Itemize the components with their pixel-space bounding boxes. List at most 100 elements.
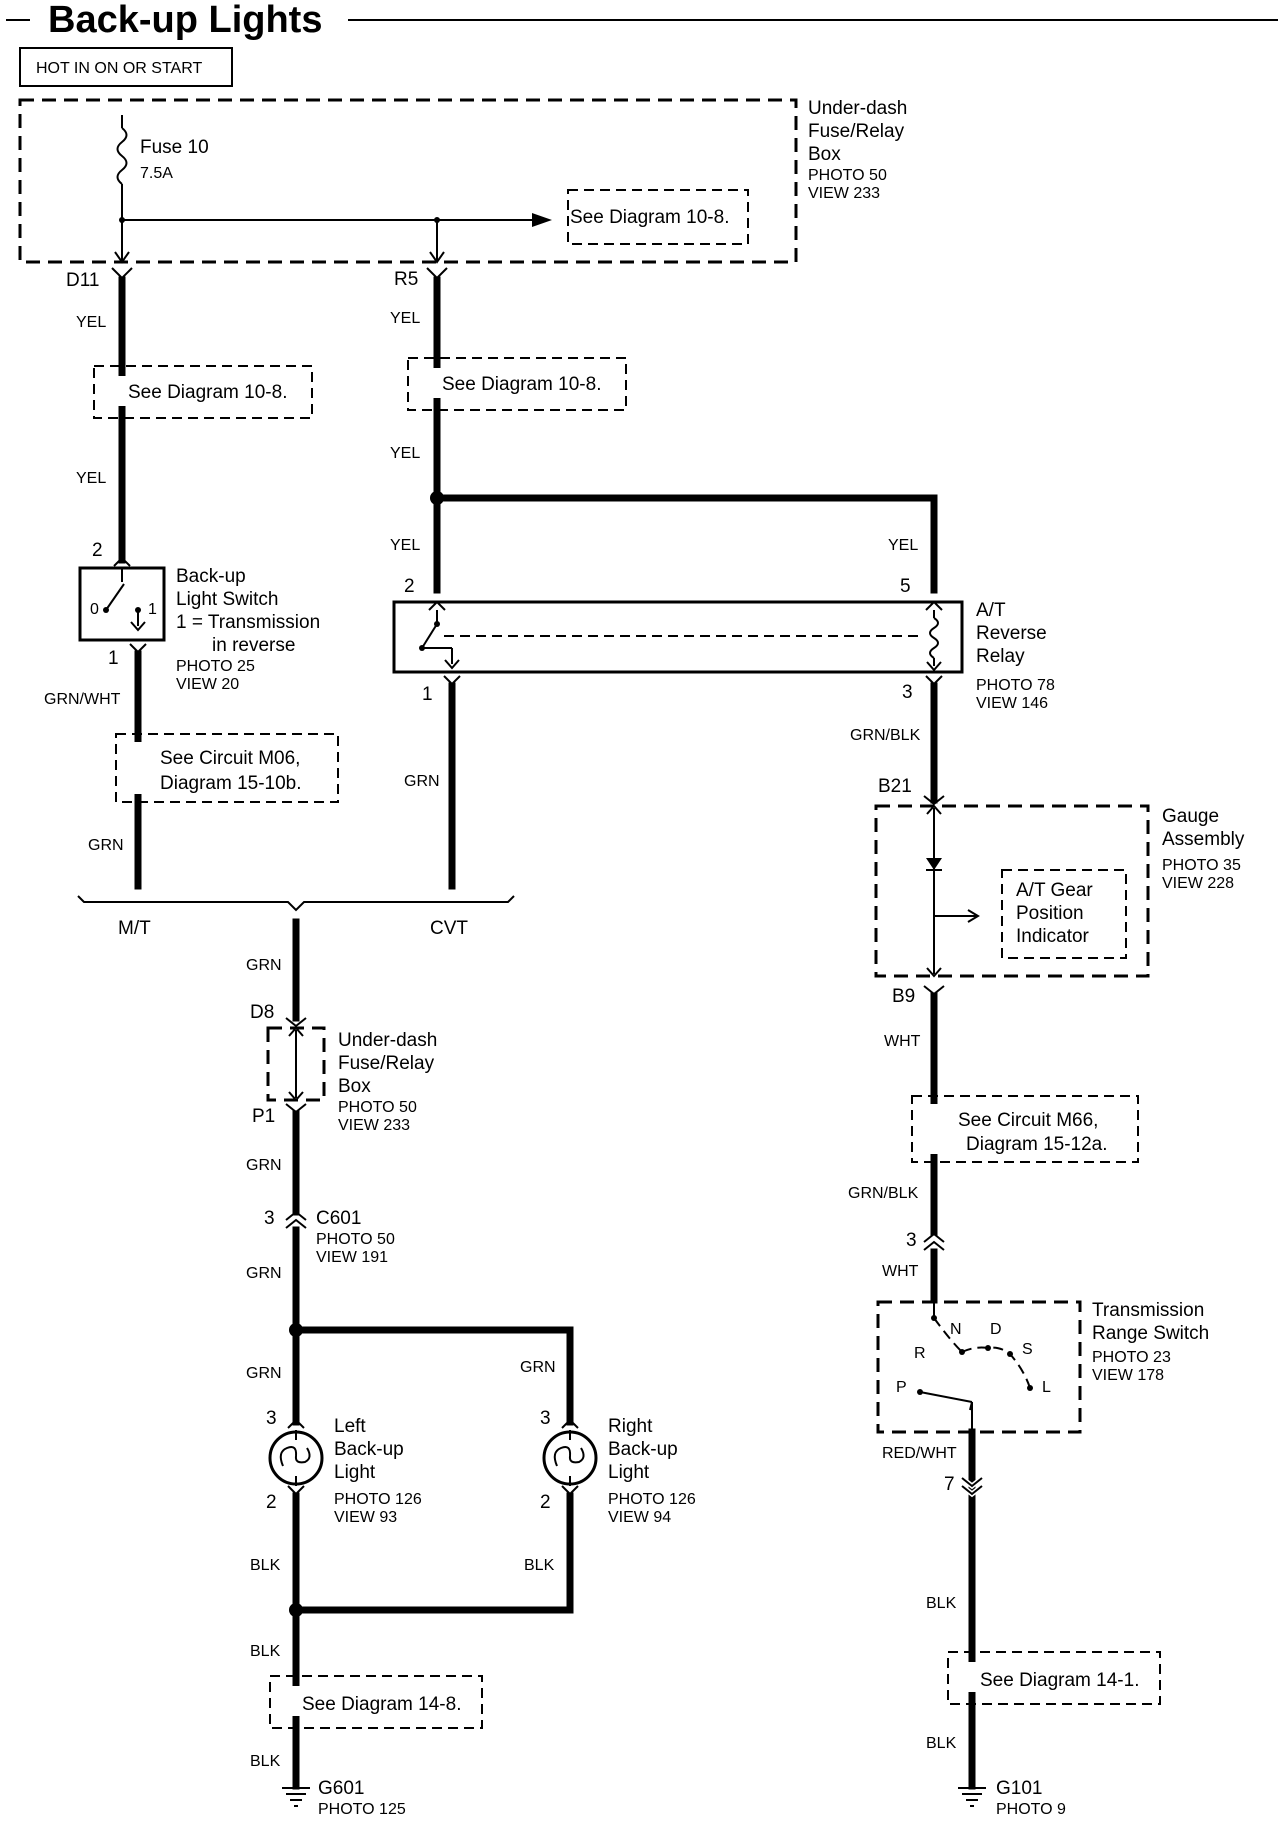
wire-label: YEL — [76, 470, 106, 487]
underdash-lower-name-1: Under-dash — [338, 1030, 437, 1051]
see-ref-left-upper: See Diagram 10-8. — [128, 382, 287, 403]
g601-name: G601 — [318, 1778, 364, 1799]
see-ref-m66-1: See Circuit M66, — [958, 1110, 1098, 1131]
wire-label: GRN — [246, 1265, 282, 1282]
wire-label: GRN — [246, 957, 282, 974]
backup-switch-name-3: 1 = Transmission — [176, 612, 320, 633]
right-light-name-1: Right — [608, 1416, 653, 1437]
see-ref-mid-upper: See Diagram 10-8. — [442, 374, 601, 395]
underdash-box-top-name-1: Under-dash — [808, 98, 907, 119]
relay-photo: PHOTO 78 — [976, 677, 1055, 694]
pin-label: 3 — [266, 1408, 277, 1429]
relay-contact — [421, 623, 438, 649]
wire-label: GRN — [520, 1359, 556, 1376]
pin-d11: D11 — [66, 270, 99, 291]
pin-d8: D8 — [250, 1002, 274, 1023]
indicator-name-2: Position — [1016, 903, 1084, 924]
trs-name-1: Transmission — [1092, 1300, 1204, 1321]
pin-label: 1 — [422, 684, 433, 705]
wire-label: BLK — [524, 1557, 555, 1574]
relay-view: VIEW 146 — [976, 695, 1048, 712]
wire-label: GRN/BLK — [850, 727, 921, 744]
right-light-photo: PHOTO 126 — [608, 1491, 696, 1508]
backup-switch-photo: PHOTO 25 — [176, 658, 255, 675]
wire-label: BLK — [250, 1753, 281, 1770]
arrow-right-icon — [532, 213, 552, 227]
wire-label: RED/WHT — [882, 1445, 957, 1462]
wire-label: YEL — [888, 537, 918, 554]
right-light-name-3: Light — [608, 1462, 650, 1483]
fuse-symbol — [116, 127, 128, 185]
right-light-name-2: Back-up — [608, 1439, 678, 1460]
pin-label: 7 — [944, 1474, 955, 1495]
underdash-lower-name-3: Box — [338, 1076, 371, 1097]
left-light-name-3: Light — [334, 1462, 376, 1483]
g101-name: G101 — [996, 1778, 1042, 1799]
underdash-box-top-name-3: Box — [808, 144, 841, 165]
relay-name-1: A/T — [976, 600, 1006, 621]
see-ref-g601: See Diagram 14-8. — [302, 1694, 461, 1715]
wire-label: WHT — [882, 1263, 919, 1280]
branch-cvt: CVT — [430, 918, 468, 939]
page-title: Back-up Lights — [48, 0, 322, 41]
junction-dot — [289, 1603, 303, 1617]
see-ref-box — [911, 1095, 1139, 1163]
wire-label: YEL — [76, 314, 106, 331]
wire-label: BLK — [250, 1557, 281, 1574]
wire-label: YEL — [390, 310, 420, 327]
trs-photo: PHOTO 23 — [1092, 1349, 1171, 1366]
fuse-rating: 7.5A — [140, 165, 173, 182]
branch-brace — [77, 895, 515, 912]
hot-label: HOT IN ON OR START — [36, 60, 202, 77]
relay-coil — [929, 617, 939, 659]
backup-switch-view: VIEW 20 — [176, 676, 239, 693]
c601-photo: PHOTO 50 — [316, 1231, 395, 1248]
left-light-view: VIEW 93 — [334, 1509, 397, 1526]
wire-label: YEL — [390, 537, 420, 554]
underdash-box-top — [18, 98, 798, 264]
switch-pos-0: 0 — [90, 601, 99, 618]
wire-label: GRN — [246, 1365, 282, 1382]
hot-label-box — [19, 47, 233, 87]
fuse-name: Fuse 10 — [140, 137, 209, 158]
left-light-name-1: Left — [334, 1416, 366, 1437]
relay-name-2: Reverse — [976, 623, 1047, 644]
gauge-name-1: Gauge — [1162, 806, 1219, 827]
wire-label: WHT — [884, 1033, 921, 1050]
gauge-photo: PHOTO 35 — [1162, 857, 1241, 874]
pin-label: 2 — [266, 1492, 277, 1513]
connector-c601 — [285, 1210, 307, 1229]
wire-label: BLK — [250, 1643, 281, 1660]
underdash-lower-photo: PHOTO 50 — [338, 1099, 417, 1116]
backup-switch-name-2: Light Switch — [176, 589, 278, 610]
see-ref-box — [93, 365, 313, 419]
trs-pos-d: D — [990, 1321, 1002, 1338]
left-light-photo: PHOTO 126 — [334, 1491, 422, 1508]
relay-name-3: Relay — [976, 646, 1025, 667]
trs-view: VIEW 178 — [1092, 1367, 1164, 1384]
at-gear-position-indicator — [1001, 869, 1127, 959]
pin-label: 3 — [902, 682, 913, 703]
pin-label: 3 — [906, 1230, 917, 1251]
pin-label: 2 — [540, 1492, 551, 1513]
underdash-lower-view: VIEW 233 — [338, 1117, 410, 1134]
trs-pos-r: R — [914, 1345, 926, 1362]
trs-pos-s: S — [1022, 1341, 1033, 1358]
switch-pos-1: 1 — [148, 601, 157, 618]
wire-label: BLK — [926, 1735, 957, 1752]
indicator-name-3: Indicator — [1016, 926, 1090, 947]
underdash-lower-name-2: Fuse/Relay — [338, 1053, 435, 1074]
c601-name: C601 — [316, 1208, 361, 1229]
see-ref-m06-1: See Circuit M06, — [160, 748, 300, 769]
wire-label: GRN — [404, 773, 440, 790]
underdash-box-top-view: VIEW 233 — [808, 185, 880, 202]
see-ref-g101: See Diagram 14-1. — [980, 1670, 1139, 1691]
backup-switch-name-4: in reverse — [212, 635, 295, 656]
see-ref-top-right: See Diagram 10-8. — [570, 207, 729, 228]
g101-photo: PHOTO 9 — [996, 1801, 1066, 1818]
wire-label: YEL — [390, 445, 420, 462]
wire-label: GRN/BLK — [848, 1185, 919, 1202]
gauge-view: VIEW 228 — [1162, 875, 1234, 892]
gauge-assembly — [874, 804, 1150, 978]
